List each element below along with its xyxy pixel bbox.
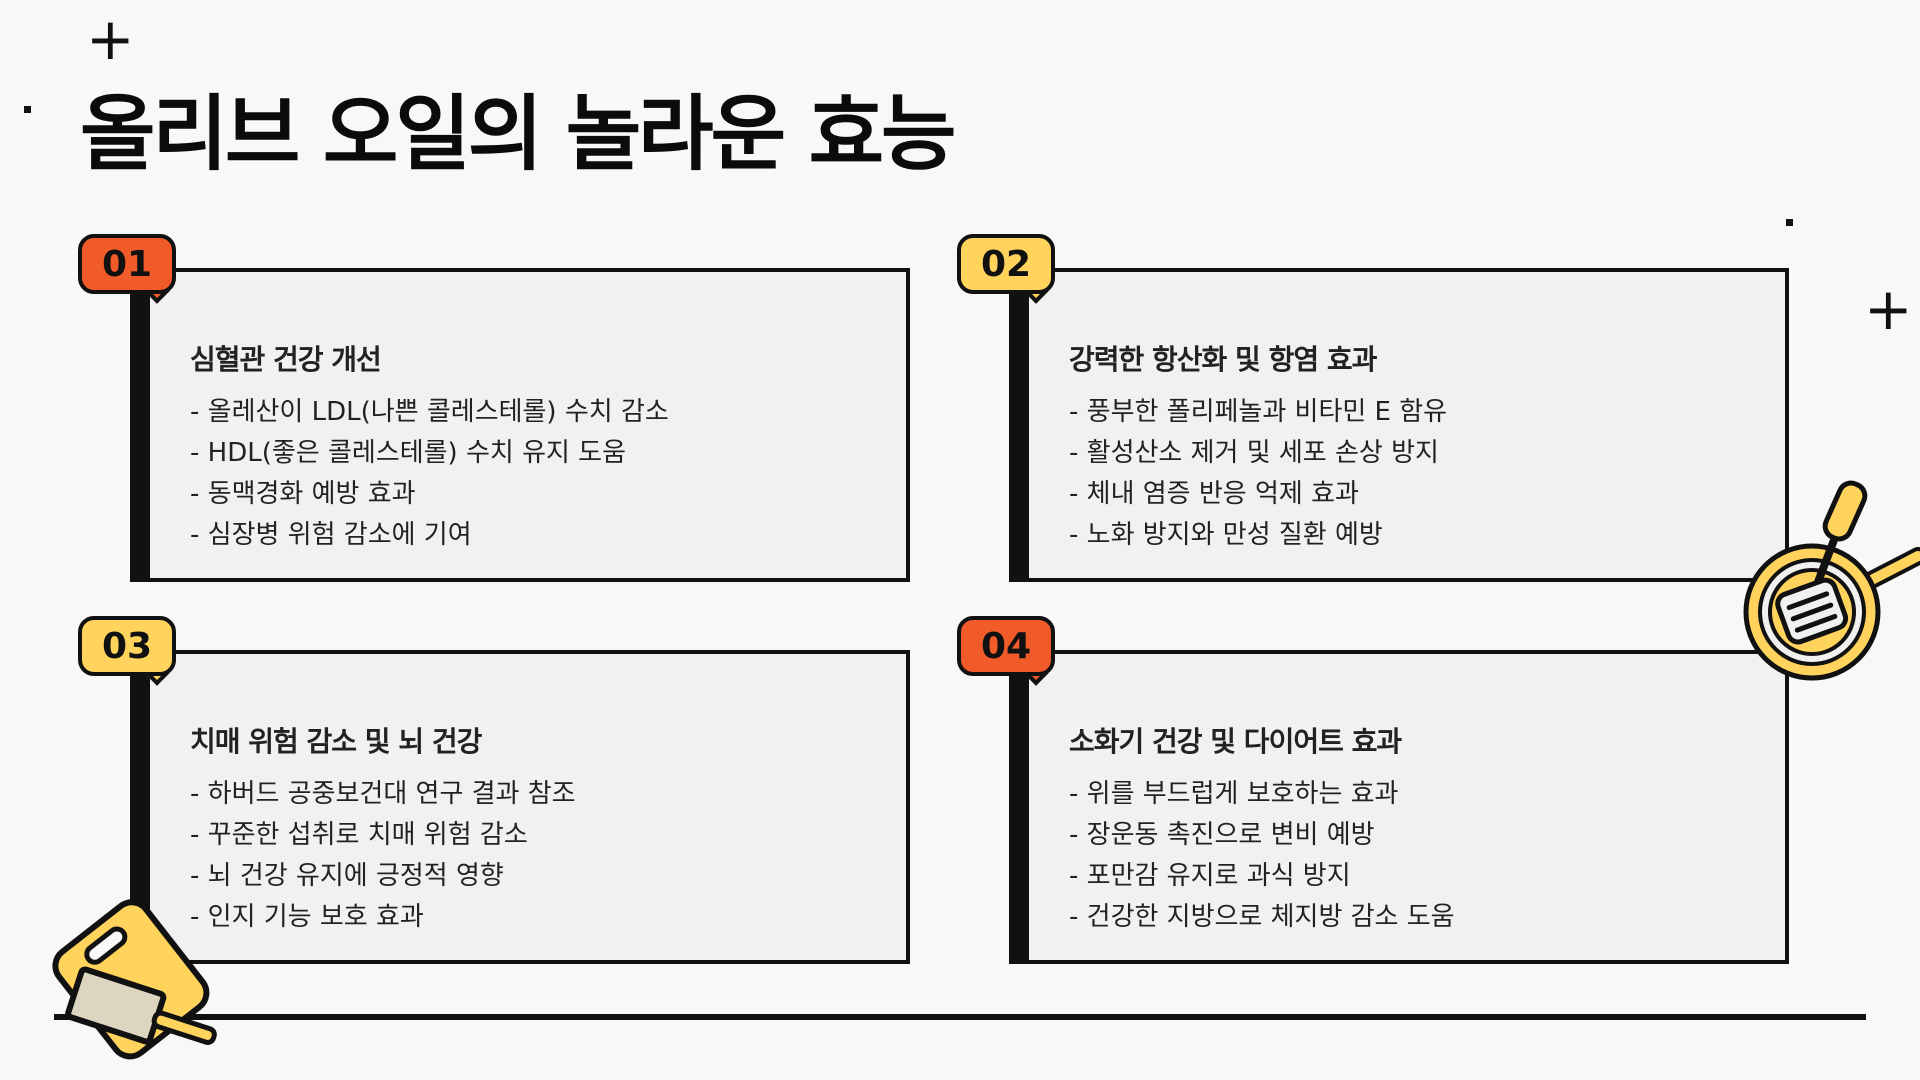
badge-number-01: 01 bbox=[78, 234, 176, 294]
list-item: - HDL(좋은 콜레스테롤) 수치 유지 도움 bbox=[190, 438, 627, 468]
frying-pan-spatula-icon bbox=[1743, 480, 1920, 681]
badge-number-03: 03 bbox=[78, 616, 176, 676]
benefit-card-04: 소화기 건강 및 다이어트 효과 - 위를 부드럽게 보호하는 효과 - 장운동… bbox=[1009, 650, 1789, 964]
list-item: - 건강한 지방으로 체지방 감소 도움 bbox=[1069, 902, 1455, 932]
dot-decoration bbox=[1786, 219, 1793, 226]
plus-decoration-icon: + bbox=[1864, 275, 1913, 343]
list-item: - 올레산이 LDL(나쁜 콜레스테롤) 수치 감소 bbox=[190, 397, 669, 427]
list-item: - 하버드 공중보건대 연구 결과 참조 bbox=[190, 779, 576, 809]
list-item: - 동맥경화 예방 효과 bbox=[190, 479, 416, 509]
cutting-board-cleaver-icon bbox=[52, 899, 217, 1060]
card-list: - 위를 부드럽게 보호하는 효과 - 장운동 촉진으로 변비 예방 - 포만감… bbox=[1069, 774, 1455, 938]
list-item: - 인지 기능 보호 효과 bbox=[190, 902, 424, 932]
benefit-card-01: 심혈관 건강 개선 - 올레산이 LDL(나쁜 콜레스테롤) 수치 감소 - H… bbox=[130, 268, 910, 582]
bottom-divider-line bbox=[54, 1014, 1866, 1020]
card-heading: 소화기 건강 및 다이어트 효과 bbox=[1069, 725, 1402, 758]
list-item: - 위를 부드럽게 보호하는 효과 bbox=[1069, 779, 1399, 809]
card-list: - 풍부한 폴리페놀과 비타민 E 함유 - 활성산소 제거 및 세포 손상 방… bbox=[1069, 392, 1447, 556]
benefit-card-03: 치매 위험 감소 및 뇌 건강 - 하버드 공중보건대 연구 결과 참조 - 꾸… bbox=[130, 650, 910, 964]
list-item: - 풍부한 폴리페놀과 비타민 E 함유 bbox=[1069, 397, 1448, 427]
card-list: - 올레산이 LDL(나쁜 콜레스테롤) 수치 감소 - HDL(좋은 콜레스테… bbox=[190, 392, 669, 556]
list-item: - 노화 방지와 만성 질환 예방 bbox=[1069, 520, 1383, 550]
card-heading: 강력한 항산화 및 항염 효과 bbox=[1069, 343, 1377, 376]
badge-number-02: 02 bbox=[957, 234, 1055, 294]
list-item: - 체내 염증 반응 억제 효과 bbox=[1069, 479, 1359, 509]
benefit-card-02: 강력한 항산화 및 항염 효과 - 풍부한 폴리페놀과 비타민 E 함유 - 활… bbox=[1009, 268, 1789, 582]
list-item: - 심장병 위험 감소에 기여 bbox=[190, 520, 472, 550]
dot-decoration bbox=[24, 106, 31, 113]
page-title: 올리브 오일의 놀라운 효능 bbox=[80, 87, 956, 182]
list-item: - 활성산소 제거 및 세포 손상 방지 bbox=[1069, 438, 1439, 468]
card-list: - 하버드 공중보건대 연구 결과 참조 - 꾸준한 섭취로 치매 위험 감소 … bbox=[190, 774, 576, 938]
list-item: - 꾸준한 섭취로 치매 위험 감소 bbox=[190, 820, 528, 850]
plus-decoration-icon: + bbox=[86, 5, 135, 73]
card-heading: 심혈관 건강 개선 bbox=[190, 343, 382, 376]
list-item: - 포만감 유지로 과식 방지 bbox=[1069, 861, 1351, 891]
list-item: - 뇌 건강 유지에 긍정적 영향 bbox=[190, 861, 504, 891]
badge-number-04: 04 bbox=[957, 616, 1055, 676]
card-heading: 치매 위험 감소 및 뇌 건강 bbox=[190, 725, 482, 758]
list-item: - 장운동 촉진으로 변비 예방 bbox=[1069, 820, 1375, 850]
